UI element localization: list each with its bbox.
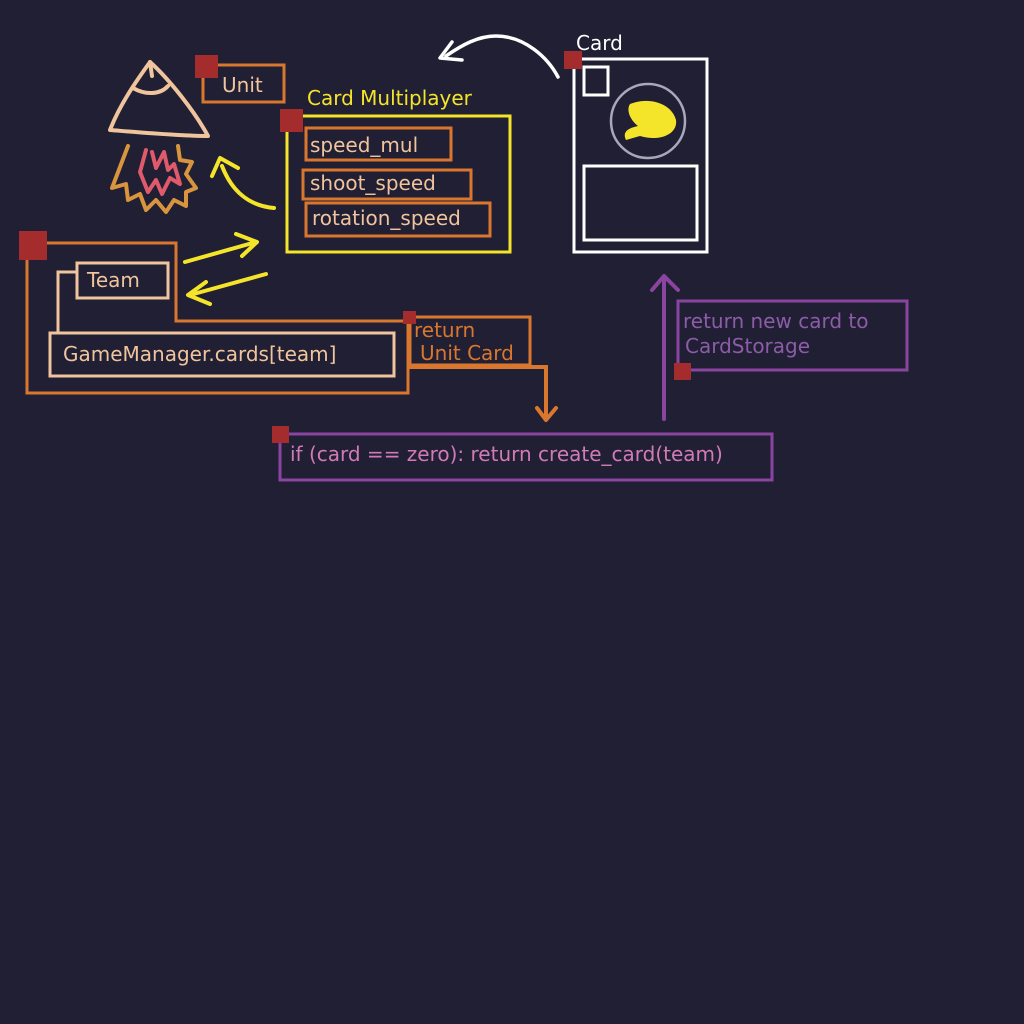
unit-handle[interactable] [195, 55, 218, 78]
card-group[interactable]: Card [564, 31, 709, 254]
card-multiplayer-group[interactable]: Card Multiplayer speed_mul shoot_speed r… [280, 86, 512, 254]
card-multiplayer-title: Card Multiplayer [307, 86, 473, 110]
arrow-to-zero-check [408, 365, 558, 422]
card-art-circle [609, 82, 687, 160]
card-frame [572, 57, 709, 254]
unit-ship-icon [108, 60, 210, 214]
lookup-box [48, 331, 396, 378]
team-lookup-container [25, 241, 410, 395]
field-box-speed-mul [304, 126, 453, 162]
return-new-card-line2: CardStorage [685, 334, 810, 358]
arrow-to-card-multiplayer [183, 232, 259, 264]
return-new-card-handle[interactable] [674, 363, 691, 380]
team-connector [56, 270, 77, 333]
field-box-shoot-speed [301, 168, 473, 201]
card-description-box [582, 164, 699, 242]
zero-check-handle[interactable] [272, 426, 289, 443]
team-lookup-handle[interactable] [19, 231, 47, 260]
card-multiplayer-handle[interactable] [280, 109, 303, 132]
return-unit-card-line2: Unit Card [420, 341, 514, 365]
card-art-icon [624, 100, 677, 140]
return-new-card-group[interactable]: return new card to CardStorage [674, 299, 909, 380]
card-cost-slot [582, 65, 610, 97]
field-box-rotation-speed [304, 201, 492, 238]
card-multiplayer-box [285, 114, 512, 254]
return-new-card-line1: return new card to [683, 309, 868, 333]
return-unit-card-handle[interactable] [403, 311, 416, 324]
return-new-card-box [676, 299, 909, 372]
field-speed-mul: speed_mul [310, 133, 418, 157]
return-unit-card-group[interactable]: return Unit Card [403, 311, 532, 367]
team-label: Team [86, 268, 140, 292]
field-rotation-speed: rotation_speed [312, 206, 461, 230]
return-unit-card-line1: return [414, 318, 475, 342]
team-box [75, 261, 170, 300]
unit-label: Unit [222, 73, 263, 97]
zero-check-text: if (card == zero): return create_card(te… [290, 442, 723, 466]
arrow-to-card [650, 274, 680, 421]
unit-group[interactable]: Unit [108, 55, 286, 214]
zero-check-box [278, 432, 774, 482]
field-shoot-speed: shoot_speed [310, 171, 436, 195]
arrow-from-card-multiplayer [186, 272, 268, 306]
card-title: Card [576, 31, 623, 55]
unit-label-box [201, 63, 286, 104]
lookup-label: GameManager.cards[team] [63, 342, 336, 366]
card-handle[interactable] [564, 51, 582, 69]
zero-check-group[interactable]: if (card == zero): return create_card(te… [272, 426, 774, 482]
arrow-to-unit [210, 156, 276, 210]
arrow-card-to-multiplayer [438, 34, 560, 79]
